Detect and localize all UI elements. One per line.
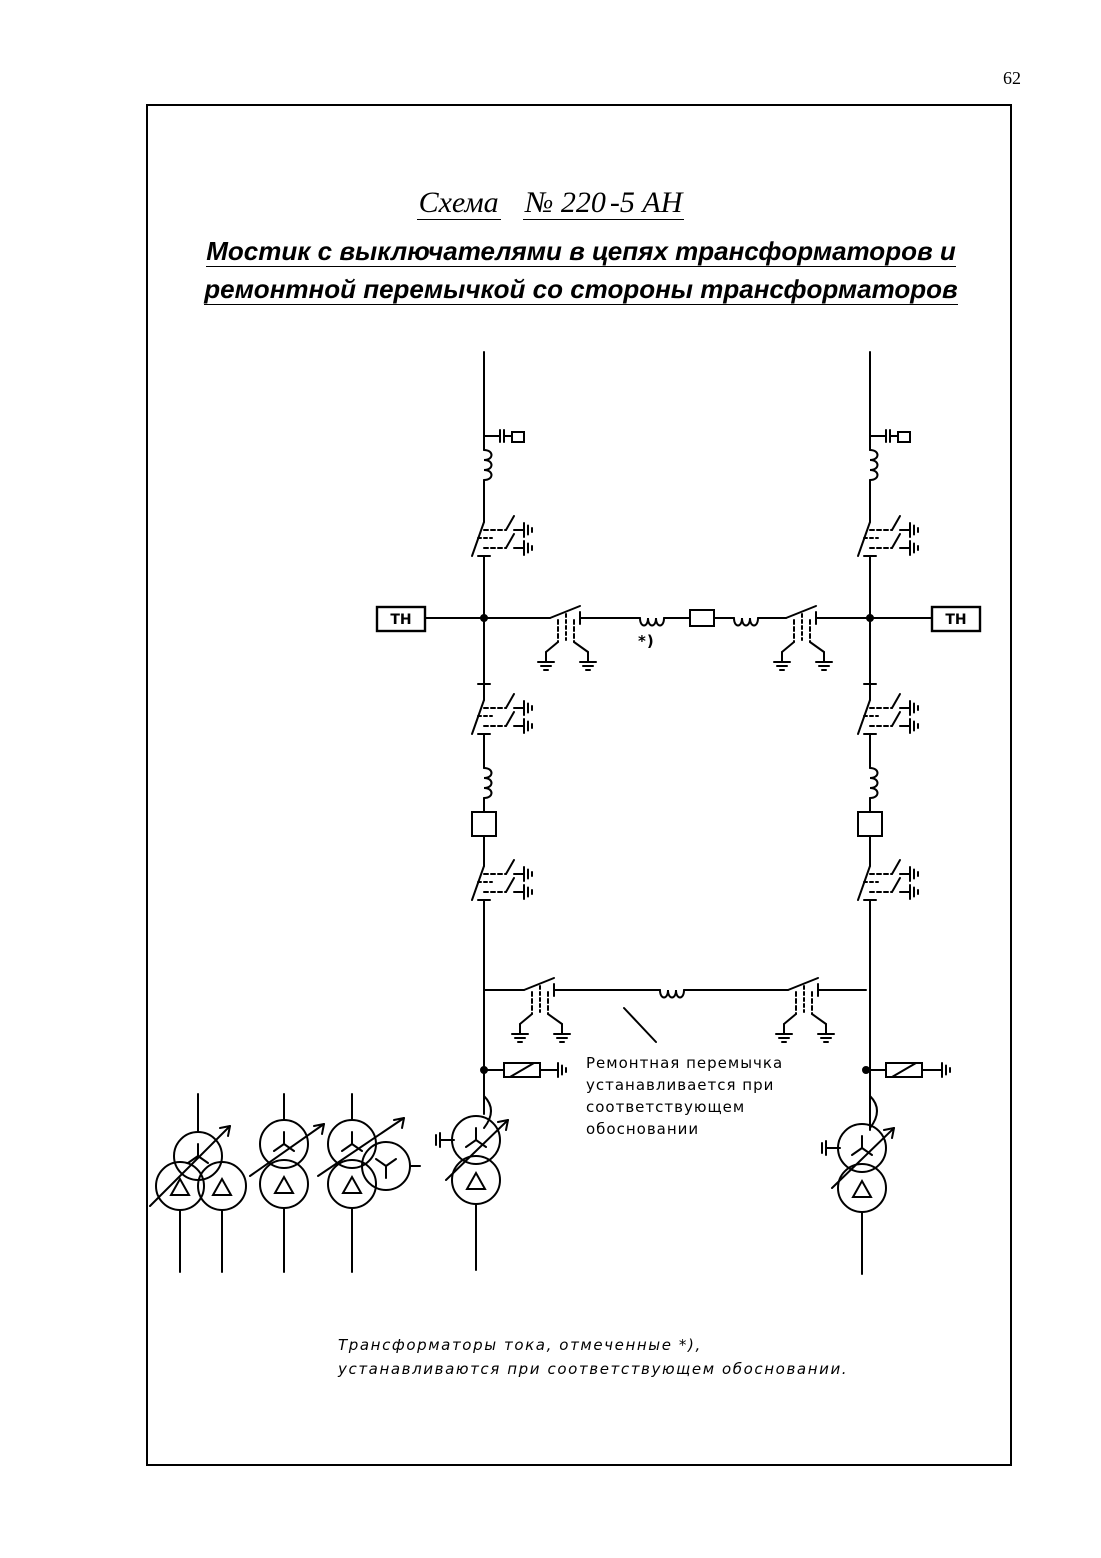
- page-number: 62: [1003, 68, 1021, 88]
- repair-bridge: [483, 978, 867, 1043]
- transformer-variant-2: [249, 1093, 325, 1273]
- transformer-variant-3: [317, 1093, 421, 1273]
- left-line-bay: [472, 351, 532, 691]
- main-transformer-left: [435, 1095, 509, 1271]
- tn-label-right: ТН: [945, 612, 966, 628]
- scheme-title-suffix: -5 АН: [607, 186, 685, 220]
- voltage-transformer-left: [375, 605, 485, 633]
- footnote-line-2: устанавливаются при соответствующем обос…: [337, 1360, 848, 1378]
- tn-label-left: ТН: [390, 612, 411, 628]
- voltage-transformer-right: [869, 605, 982, 633]
- ct-mark: *): [638, 632, 655, 650]
- subtitle-line-1: Мостик с выключателями в цепях трансформ…: [206, 236, 956, 267]
- main-transformer-right: [821, 1095, 895, 1275]
- scheme-title: Схема № 220-5 АН: [0, 186, 1101, 220]
- transformer-variant-1: [149, 1093, 247, 1273]
- right-transformer-chain: [857, 690, 951, 1131]
- scheme-subtitle: Мостик с выключателями в цепях трансформ…: [186, 232, 976, 308]
- footnote-line-1: Трансформаторы тока, отмеченные *),: [338, 1336, 702, 1354]
- repair-note-line-4: обосновании: [586, 1120, 699, 1138]
- scheme-title-prefix: Схема: [416, 186, 501, 220]
- repair-note-line-1: Ремонтная перемычка: [586, 1054, 783, 1072]
- scheme-title-number: № 220: [523, 186, 608, 220]
- drawing-frame: [146, 104, 1012, 1466]
- repair-note-line-3: соответствующем: [586, 1098, 745, 1116]
- left-transformer-chain: [471, 689, 567, 1115]
- repair-note-line-2: устанавливается при: [586, 1076, 774, 1094]
- upper-bridge: [483, 606, 871, 670]
- right-line-bay: [858, 351, 918, 691]
- subtitle-line-2: ремонтной перемычкой со стороны трансфор…: [204, 274, 958, 305]
